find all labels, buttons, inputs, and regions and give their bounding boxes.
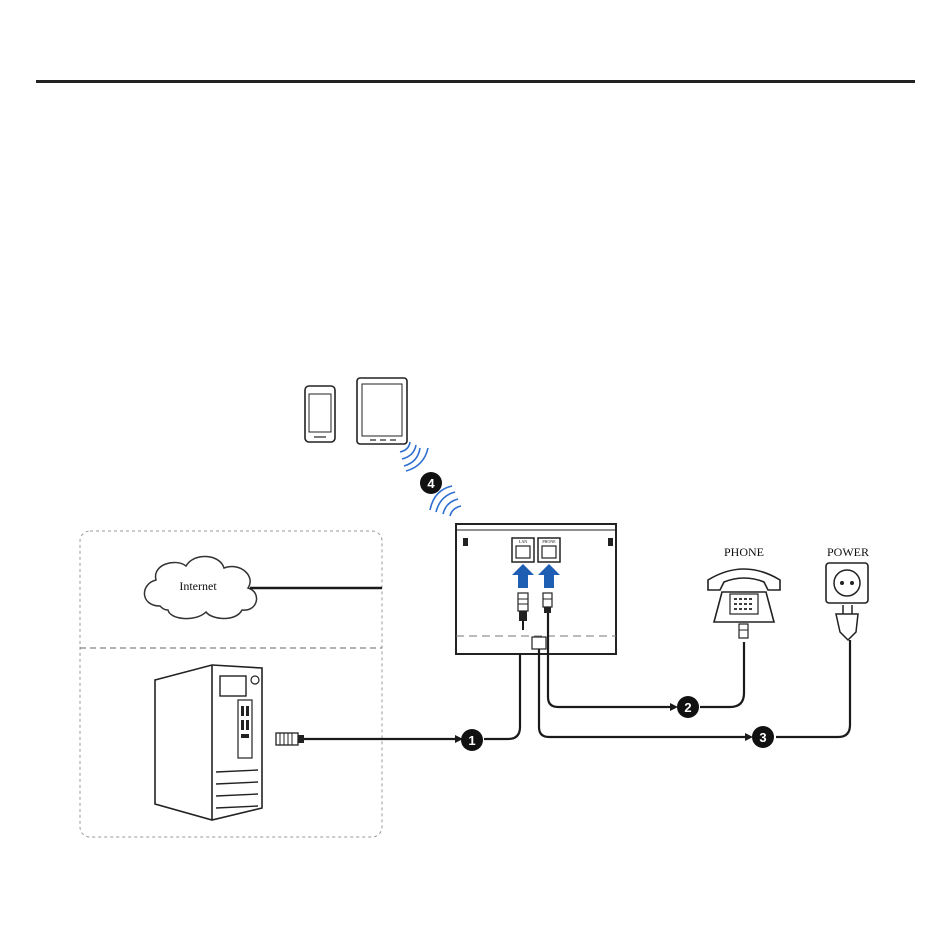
- svg-text:4: 4: [427, 476, 435, 491]
- phone-plug-icon: [543, 593, 552, 613]
- internet-cloud-icon: Internet: [144, 556, 256, 618]
- power-outlet-icon: POWER: [826, 545, 869, 640]
- step-badge-2: 2: [677, 696, 699, 718]
- ethernet-plug-icon: [276, 733, 304, 745]
- power-jack-icon: [532, 637, 546, 649]
- svg-text:1: 1: [468, 733, 475, 748]
- lan-port-label: LAN: [519, 539, 527, 544]
- step-badge-4: 4: [420, 472, 442, 494]
- telephone-icon: PHONE: [708, 545, 780, 638]
- power-label: POWER: [827, 545, 869, 559]
- step-badge-1: 1: [461, 729, 483, 751]
- phone-port-label: PHONE: [542, 539, 556, 544]
- tablet-icon: [357, 378, 407, 444]
- internet-label: Internet: [179, 579, 217, 593]
- router-icon: LAN PHONE: [456, 524, 616, 654]
- step-badge-3: 3: [752, 726, 774, 748]
- phone-label: PHONE: [724, 545, 764, 559]
- svg-text:2: 2: [684, 700, 691, 715]
- wifi-waves-upper-icon: [400, 442, 428, 471]
- computer-tower-icon: [155, 665, 262, 820]
- svg-text:3: 3: [759, 730, 766, 745]
- smartphone-icon: [305, 386, 335, 442]
